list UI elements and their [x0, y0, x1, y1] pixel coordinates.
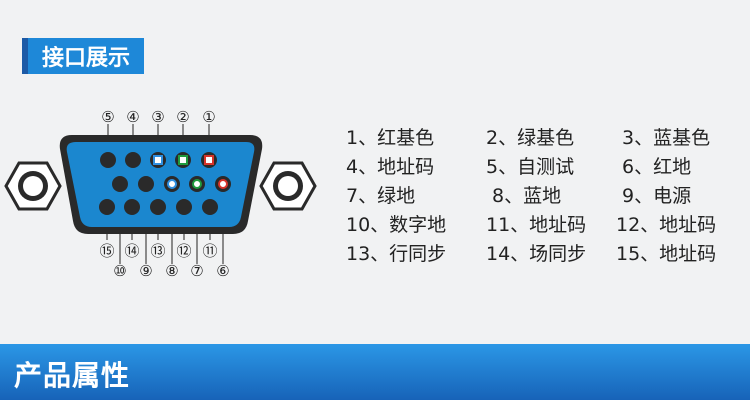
- legend-item: 4、地址码: [346, 156, 435, 178]
- legend-item: 2、绿基色: [486, 127, 575, 149]
- pin-label-14: ⑭: [124, 242, 139, 260]
- pin-label-13: ⑬: [150, 242, 165, 260]
- right-hex-nut: [259, 161, 317, 211]
- bottom-pin-row: [99, 199, 218, 215]
- red-pin-marker: [218, 179, 228, 189]
- middle-pin-row: [112, 176, 231, 192]
- legend-item: 11、地址码: [486, 214, 587, 236]
- pin-label-5: ⑤: [101, 108, 114, 126]
- product-attributes-banner: 产品属性: [0, 344, 750, 400]
- legend-item: 1、红基色: [346, 127, 435, 149]
- pin-label-9: ⑨: [139, 262, 152, 280]
- legend-item: 14、场同步: [486, 243, 587, 265]
- pin-label-12: ⑫: [176, 242, 191, 260]
- legend-item: 8、蓝地: [492, 185, 562, 207]
- left-hex-nut: [4, 161, 62, 211]
- pin-12: [176, 199, 192, 215]
- pin-5: [100, 152, 116, 168]
- legend-item: 6、红地: [622, 156, 692, 178]
- pin-label-15: ⑮: [99, 242, 114, 260]
- pin-label-11: ⑪: [202, 242, 217, 260]
- pin-label-7: ⑦: [190, 262, 203, 280]
- pin-label-3: ③: [151, 108, 164, 126]
- red-pin-marker: [204, 155, 214, 165]
- pin-number-labels: ⑤ ④ ③ ② ① ⑮ ⑭ ⑬ ⑫ ⑪ ⑩ ⑨ ⑧ ⑦ ⑥: [99, 108, 229, 280]
- section-title: 接口展示: [28, 38, 145, 74]
- pin-14: [124, 199, 140, 215]
- legend-item: 3、蓝基色: [622, 127, 711, 149]
- legend-item: 12、地址码: [616, 214, 717, 236]
- pin-10: [112, 176, 128, 192]
- pin-label-10: ⑩: [113, 262, 126, 280]
- pin-11: [202, 199, 218, 215]
- green-pin-marker: [192, 179, 202, 189]
- pin-label-6: ⑥: [216, 262, 229, 280]
- green-pin-marker: [178, 155, 188, 165]
- legend-item: 10、数字地: [346, 214, 447, 236]
- blue-pin-marker: [153, 155, 163, 165]
- legend-item: 13、行同步: [346, 243, 447, 265]
- legend-item: 15、地址码: [616, 243, 717, 265]
- legend-item: 9、电源: [622, 185, 692, 207]
- pin-label-1: ①: [202, 108, 215, 126]
- pin-4: [125, 152, 141, 168]
- legend-item: 7、绿地: [346, 185, 416, 207]
- header-accent-bar: [22, 38, 28, 74]
- pin-label-2: ②: [176, 108, 189, 126]
- section-header: 接口展示: [22, 38, 145, 74]
- pin-label-8: ⑧: [165, 262, 178, 280]
- banner-title: 产品属性: [14, 359, 131, 392]
- pin-9: [138, 176, 154, 192]
- pin-label-4: ④: [126, 108, 139, 126]
- top-pin-row: [100, 152, 217, 168]
- pin-13: [150, 199, 166, 215]
- pin-15: [99, 199, 115, 215]
- legend-item: 5、自测试: [486, 156, 575, 178]
- blue-pin-marker: [167, 179, 177, 189]
